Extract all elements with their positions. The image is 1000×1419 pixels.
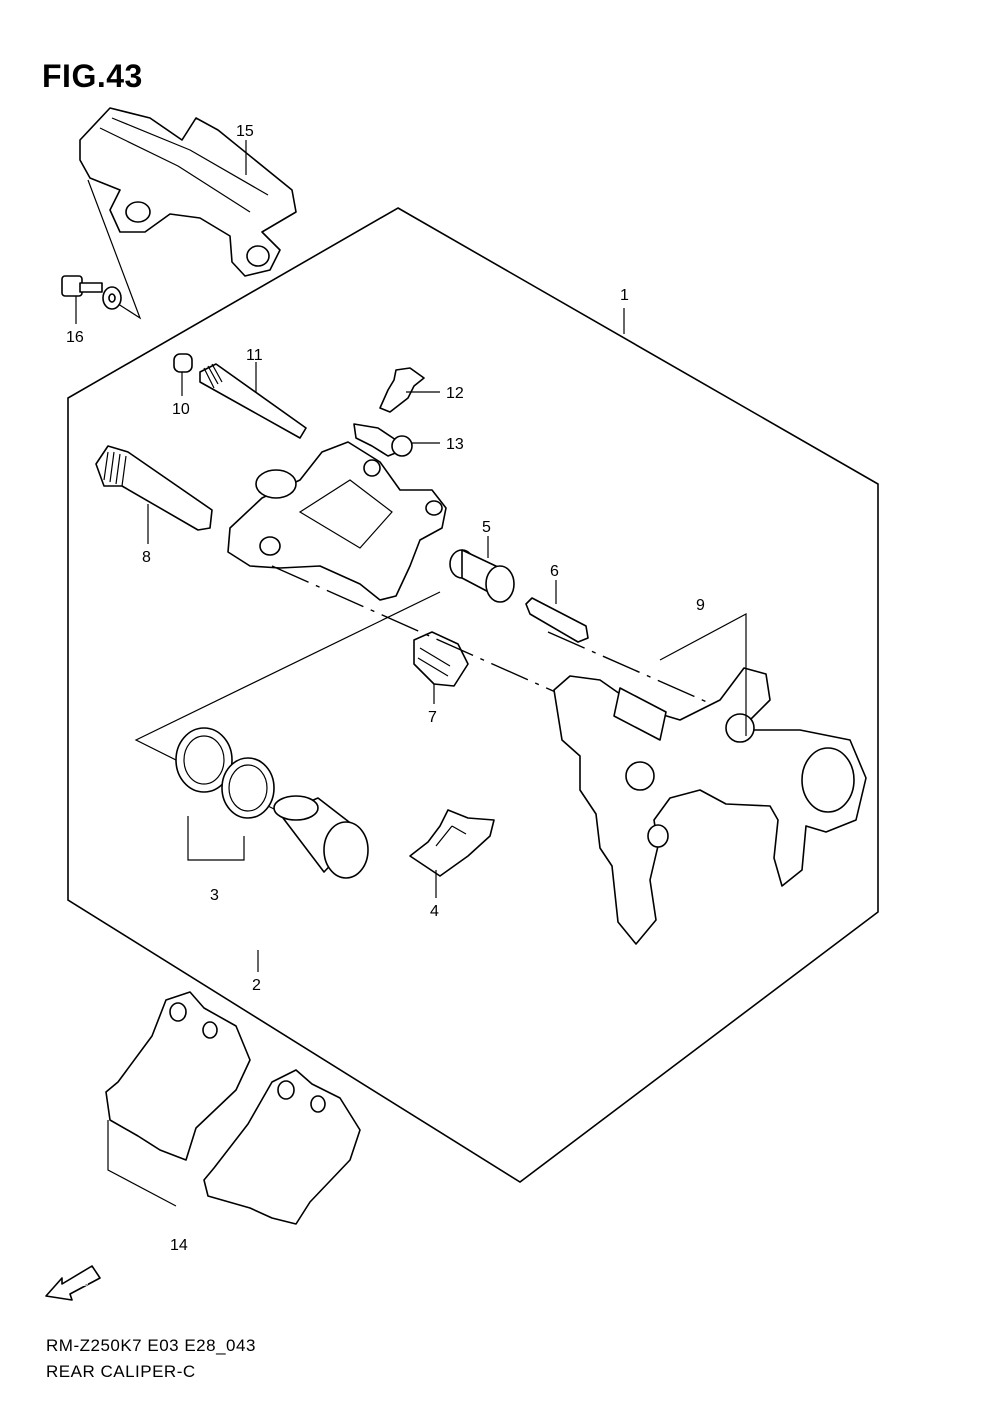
part-14-pad-right[interactable] <box>203 1069 361 1225</box>
leader-3 <box>187 816 245 861</box>
callout-6: 6 <box>550 563 559 580</box>
callout-4: 4 <box>430 903 439 920</box>
part-4-pad-spring[interactable] <box>409 809 495 877</box>
callout-9: 9 <box>696 597 705 614</box>
leader-15-16 <box>87 179 142 320</box>
part-15-bracket[interactable] <box>79 107 297 277</box>
part-16-bolt[interactable] <box>61 275 122 310</box>
part-9-bracket[interactable] <box>553 667 867 945</box>
leader-9 <box>659 612 747 736</box>
callout-7: 7 <box>428 709 437 726</box>
part-12-bleeder[interactable] <box>379 367 425 413</box>
callout-5: 5 <box>482 519 491 536</box>
part-3-seals[interactable] <box>175 727 275 819</box>
part-6-pin[interactable] <box>525 597 589 643</box>
callout-14: 14 <box>170 1237 188 1254</box>
callout-1: 1 <box>620 287 629 304</box>
axis-line-lower <box>547 631 717 707</box>
callout-13: 13 <box>446 436 464 453</box>
caliper-body[interactable] <box>227 441 447 601</box>
forward-arrow-icon: FWD <box>45 1265 101 1301</box>
part-2-piston[interactable] <box>273 795 369 879</box>
part-10-boot[interactable] <box>173 353 193 373</box>
model-code-label: RM-Z250K7 E03 E28_043 <box>46 1336 256 1355</box>
leader-14 <box>107 1120 177 1207</box>
part-5-bushing[interactable] <box>449 549 515 603</box>
part-11-pin[interactable] <box>199 363 307 439</box>
callout-10: 10 <box>172 401 190 418</box>
callout-8: 8 <box>142 549 151 566</box>
callout-2: 2 <box>252 977 261 994</box>
callout-11: 11 <box>246 347 263 364</box>
callout-3: 3 <box>210 887 219 904</box>
part-8-slide-pin[interactable] <box>95 445 213 531</box>
figure-title: FIG.43 <box>42 58 143 94</box>
part-13-cap[interactable] <box>353 423 413 457</box>
callout-15: 15 <box>236 123 254 140</box>
figure-name-label: REAR CALIPER-C <box>46 1362 196 1381</box>
callout-12: 12 <box>446 385 464 402</box>
part-7-boot[interactable] <box>413 631 469 687</box>
fwd-label: FWD <box>70 1279 88 1288</box>
callout-16: 16 <box>66 329 84 346</box>
part-14-pad-left[interactable] <box>105 991 251 1161</box>
axis-line-upper <box>271 565 561 695</box>
assembly-box-outline <box>67 207 879 1183</box>
